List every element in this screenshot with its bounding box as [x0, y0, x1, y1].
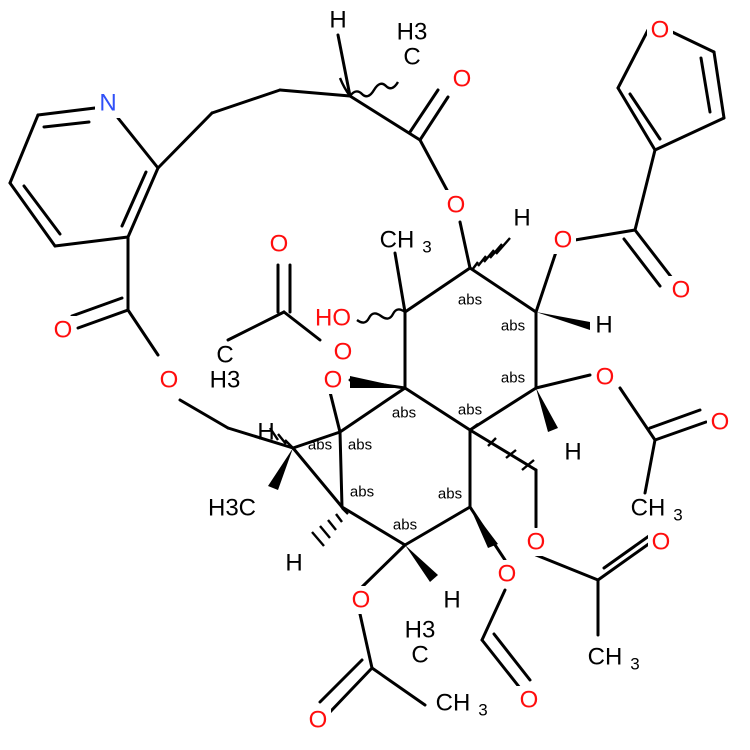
atom-o-oac-lower-mid: O [498, 561, 517, 588]
atom-h-6: H [443, 587, 460, 614]
atom-ch3-ring: CH [380, 227, 415, 254]
atom-h-3: H [564, 439, 581, 466]
atom-o-epoxide: O [324, 367, 343, 394]
abs-label: abs [308, 437, 332, 454]
abs-label: abs [458, 292, 482, 309]
atom-o-oac-right-carbonyl: O [711, 409, 730, 436]
atom-h3-top: H3 [397, 19, 428, 46]
abs-label: abs [438, 486, 462, 503]
atom-ch3-ring-sub: 3 [422, 238, 431, 257]
atom-o-pyridine-ester: O [160, 367, 179, 394]
atom-o-furoate-carbonyl: O [672, 277, 691, 304]
atom-c-oac-upper-left: C [216, 342, 233, 369]
atom-ch3-ch2oac: CH [588, 644, 623, 671]
atom-h3-oac-upper-left: H3 [210, 367, 241, 394]
atom-o-furan: O [651, 17, 670, 44]
abs-label: abs [393, 517, 417, 534]
atom-o-oac-right: O [596, 364, 615, 391]
atom-o-ester-top: O [447, 192, 466, 219]
atom-h3-oac-lower-mid: H3 [405, 617, 436, 644]
atom-c-top: C [403, 44, 420, 71]
atom-n: N [99, 90, 116, 117]
abs-label: abs [348, 437, 372, 454]
abs-label: abs [501, 370, 525, 387]
atom-o-furoate: O [554, 227, 573, 254]
atom-o-oac-lower-mid-carbonyl: O [520, 687, 539, 714]
atom-ho: HO [315, 305, 351, 332]
atom-ch3-oac-right: CH [631, 495, 666, 522]
atom-o-oac-upper-left-carbonyl: O [270, 231, 289, 258]
atom-o-pyridine-carbonyl: O [54, 317, 73, 344]
abs-label: abs [392, 405, 416, 422]
abs-label: abs [501, 318, 525, 335]
atom-ch3-oac-lower-left-sub: 3 [478, 701, 487, 720]
abs-label: abs [458, 402, 482, 419]
abs-label: abs [350, 484, 374, 501]
atom-ch3-ch2oac-sub: 3 [630, 655, 639, 674]
atom-o-oac-lower-left: O [352, 587, 371, 614]
atom-h-4: H [257, 419, 274, 446]
atom-ch3-oac-lower-left: CH [436, 690, 471, 717]
atom-o-oac-upper-left: O [334, 339, 353, 366]
atom-o-oac-lower-left-carbonyl: O [309, 707, 328, 734]
atom-h-top: H [329, 7, 346, 34]
atom-o-ch2oac: O [527, 529, 546, 556]
atom-ch3-oac-right-sub: 3 [673, 506, 682, 525]
atom-h-2: H [595, 312, 612, 339]
atom-h3c: H3C [208, 495, 256, 522]
bond-layer [8, 28, 726, 714]
stereo-abs-labels: abs abs abs abs abs abs abs abs abs abs [308, 292, 525, 534]
atom-h-5: H [285, 550, 302, 577]
atom-labels: N H H3 C O O O O O H H H CH 3 HO O O CH … [50, 7, 733, 734]
atom-h-1: H [513, 205, 530, 232]
atom-c-oac-lower-mid: C [411, 642, 428, 669]
atom-o-carbonyl-top: O [453, 66, 472, 93]
stereo-bonds [268, 77, 590, 582]
atom-o-ch2oac-carbonyl: O [652, 529, 671, 556]
